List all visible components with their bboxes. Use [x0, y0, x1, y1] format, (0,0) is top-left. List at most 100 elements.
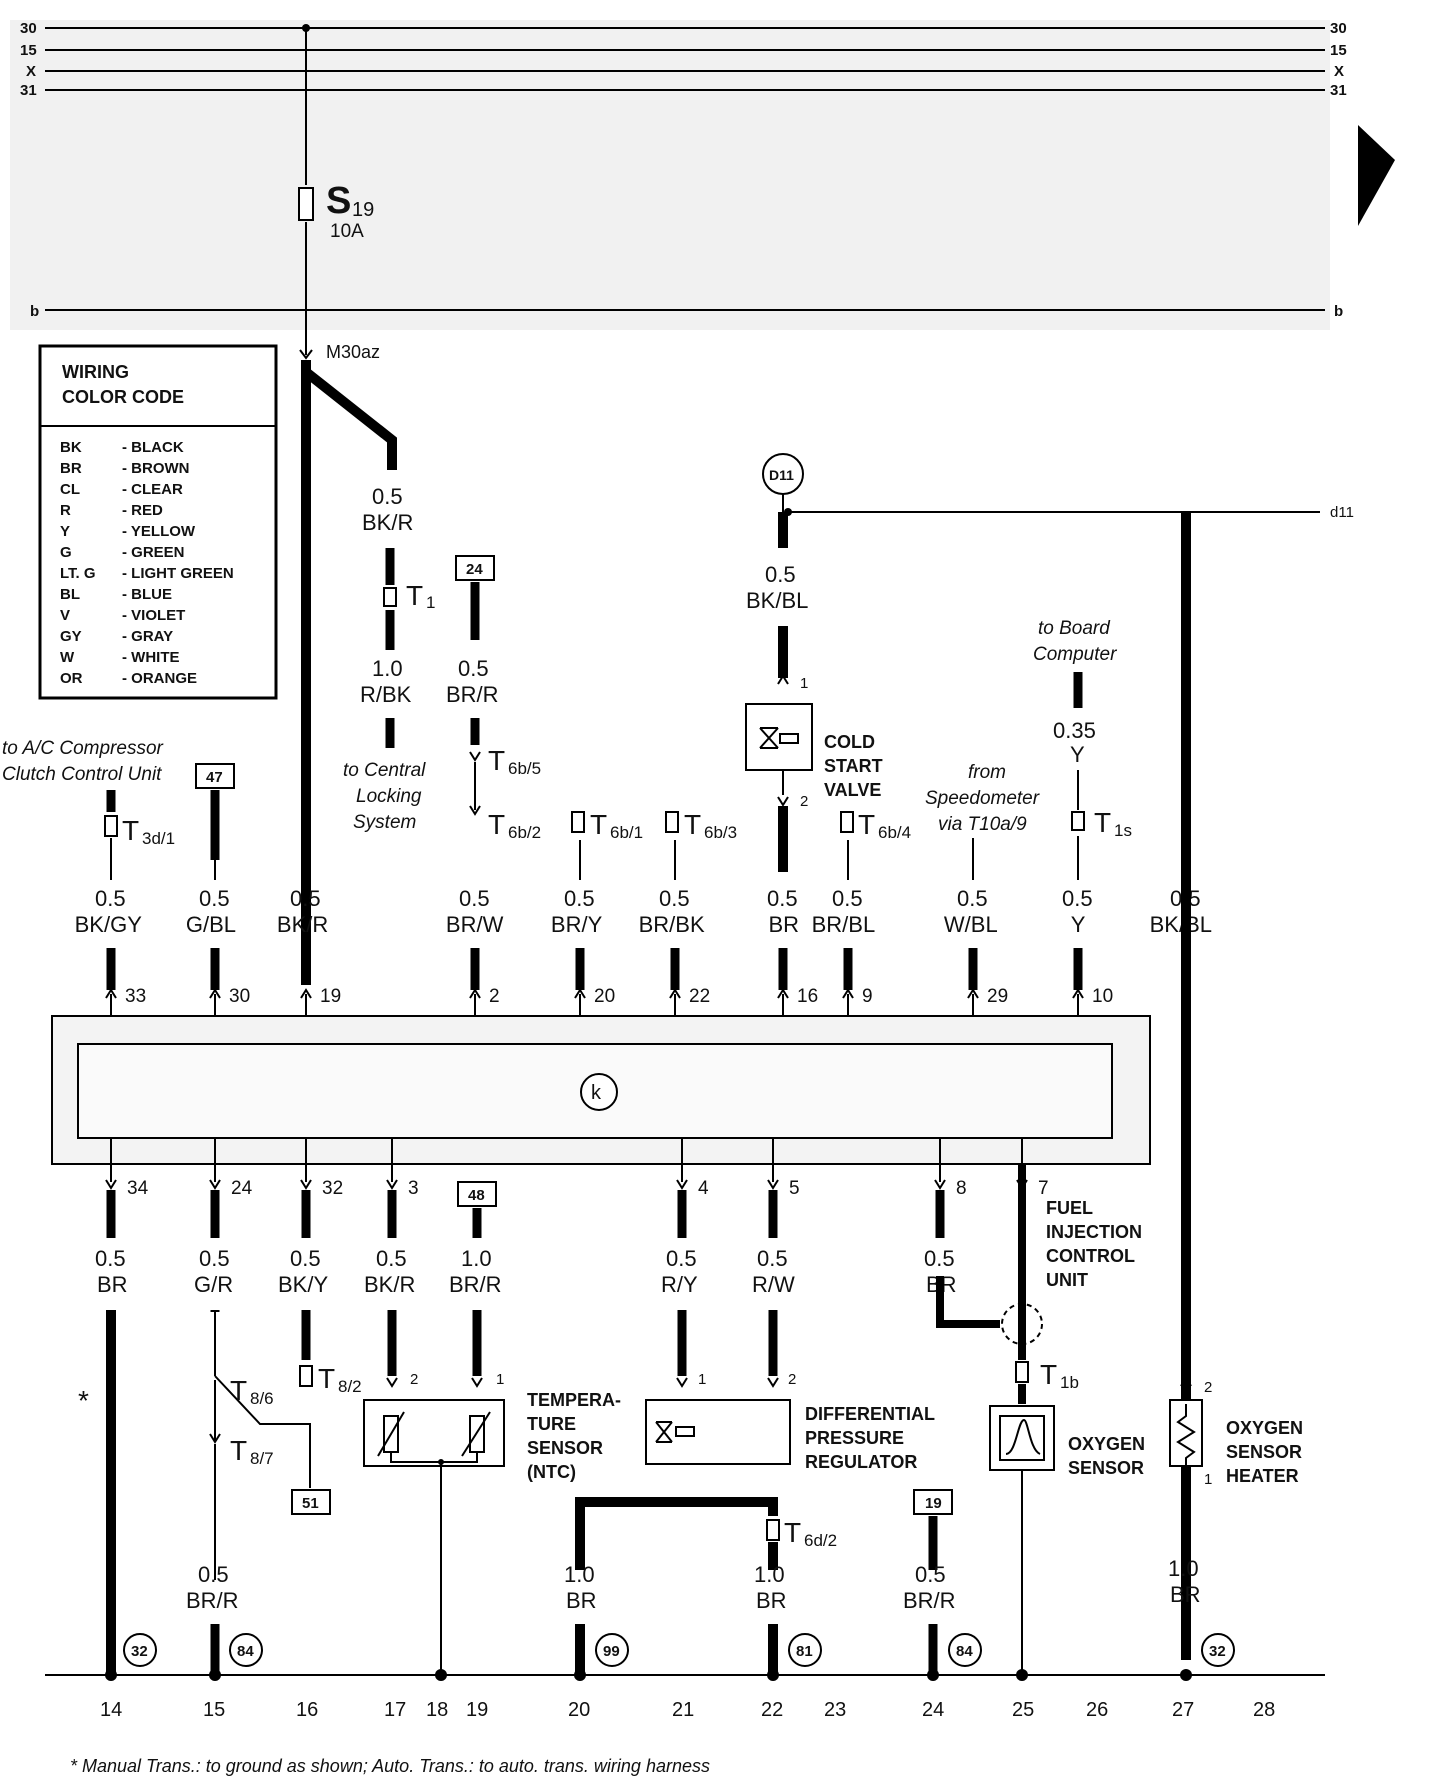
- svg-text:15: 15: [1330, 42, 1347, 59]
- ecu-pin: 22: [689, 986, 710, 1007]
- svg-text:1b: 1b: [1060, 1373, 1079, 1392]
- ground-bus: [45, 1669, 1325, 1681]
- top-wire-color: W/BL: [944, 912, 998, 937]
- legend-code: W: [60, 649, 75, 666]
- svg-text:6b/3: 6b/3: [704, 823, 737, 842]
- bottom-wire-size: 0.5: [376, 1246, 407, 1271]
- bottom-wire-color: BR/R: [449, 1272, 502, 1297]
- svg-text:6b/4: 6b/4: [878, 823, 911, 842]
- svg-text:BK/BL: BK/BL: [746, 588, 808, 613]
- ref-box-48: 48: [468, 1187, 485, 1204]
- legend-color-name: - LIGHT GREEN: [122, 565, 234, 582]
- column-number: 21: [672, 1699, 694, 1721]
- ecu-pin: 20: [594, 986, 615, 1007]
- svg-text:to A/C Compressor: to A/C Compressor: [2, 738, 164, 759]
- svg-text:R/BK: R/BK: [360, 682, 412, 707]
- ecu-top-wires: 0.5BK/GY330.5G/BL300.5BK/R190.5BR/W20.5B…: [75, 836, 1212, 1044]
- ecu-pin: 8: [956, 1178, 967, 1199]
- column-number: 15: [203, 1699, 225, 1721]
- svg-text:OXYGEN: OXYGEN: [1226, 1418, 1303, 1438]
- ecu-pin: 7: [1038, 1178, 1049, 1199]
- fuse-name: S: [326, 180, 351, 222]
- bottom-wire-color: R/W: [752, 1272, 795, 1297]
- ecu-pin: 16: [797, 986, 818, 1007]
- column-number: 24: [922, 1699, 944, 1721]
- column-number: 16: [296, 1699, 318, 1721]
- top-wire-color: BR/BL: [812, 912, 876, 937]
- svg-text:T: T: [230, 1435, 247, 1466]
- svg-text:2: 2: [410, 1371, 418, 1388]
- svg-text:31: 31: [1330, 82, 1347, 99]
- svg-text:0.5: 0.5: [765, 562, 796, 587]
- top-wire-color: BK/GY: [75, 912, 143, 937]
- ref-d11: D11: [769, 467, 794, 483]
- column-number: 18: [426, 1699, 448, 1721]
- svg-text:Computer: Computer: [1033, 644, 1117, 665]
- bottom-wire-color: BR: [97, 1272, 128, 1297]
- svg-text:1.0: 1.0: [564, 1562, 595, 1587]
- continue-arrow-icon: [1358, 125, 1395, 226]
- svg-text:BR: BR: [566, 1588, 597, 1613]
- svg-text:INJECTION: INJECTION: [1046, 1222, 1142, 1242]
- legend-title-1: WIRING: [62, 362, 129, 382]
- svg-text:30: 30: [1330, 20, 1347, 37]
- svg-text:T: T: [1094, 807, 1111, 838]
- svg-text:Y: Y: [1070, 742, 1085, 767]
- pressure-regulator-icon: [645, 1399, 791, 1465]
- legend-color-name: - BLUE: [122, 586, 172, 603]
- svg-text:1: 1: [1204, 1471, 1212, 1488]
- svg-text:X: X: [1334, 63, 1344, 80]
- svg-text:2: 2: [1204, 1379, 1212, 1396]
- manual-trans-star: *: [78, 1385, 89, 1416]
- svg-text:BR/R: BR/R: [903, 1588, 956, 1613]
- legend-color-name: - GREEN: [122, 544, 185, 561]
- svg-text:Locking: Locking: [356, 786, 422, 807]
- legend-color-name: - VIOLET: [122, 607, 185, 624]
- legend-color-name: - CLEAR: [122, 481, 183, 498]
- svg-text:T: T: [230, 1375, 247, 1406]
- legend-color-name: - ORANGE: [122, 670, 197, 687]
- bottom-wire-color: BK/R: [364, 1272, 415, 1297]
- svg-text:BR: BR: [756, 1588, 787, 1613]
- ecu-pin: 10: [1092, 986, 1113, 1007]
- svg-text:T: T: [318, 1363, 335, 1394]
- legend-color-name: - BLACK: [122, 439, 184, 456]
- top-wire-size: 0.5: [1062, 886, 1093, 911]
- top-wire-color: BR: [768, 912, 799, 937]
- top-wire-color: BR/BK: [639, 912, 705, 937]
- svg-text:6b/5: 6b/5: [508, 759, 541, 778]
- top-wire-color: BK/R: [277, 912, 328, 937]
- ecu-pin: 34: [127, 1178, 149, 1199]
- svg-text:1: 1: [426, 593, 435, 612]
- legend-code: BK: [60, 439, 82, 456]
- legend-code: BR: [60, 460, 82, 477]
- legend-code: CL: [60, 481, 80, 498]
- legend-code: G: [60, 544, 72, 561]
- svg-text:T: T: [406, 580, 423, 611]
- bottom-wire-size: 0.5: [757, 1246, 788, 1271]
- svg-text:Speedometer: Speedometer: [925, 788, 1040, 809]
- legend-color-name: - GRAY: [122, 628, 173, 645]
- legend-code: BL: [60, 586, 80, 603]
- svg-text:System: System: [353, 812, 416, 833]
- svg-text:T: T: [1040, 1359, 1057, 1390]
- legend-color-name: - RED: [122, 502, 163, 519]
- upper-wires: 0.5 BK/R T 1 1.0 R/BK to Central Locking…: [2, 453, 1354, 872]
- ecu-pin: 29: [987, 986, 1008, 1007]
- bus-area-texture: [10, 20, 1330, 330]
- top-wire-size: 0.5: [767, 886, 798, 911]
- svg-text:32: 32: [1209, 1643, 1226, 1660]
- ecu-pin: 33: [125, 986, 146, 1007]
- svg-text:PRESSURE: PRESSURE: [805, 1428, 904, 1448]
- column-number: 26: [1086, 1699, 1108, 1721]
- top-wire-color: BR/Y: [551, 912, 603, 937]
- svg-text:T: T: [122, 815, 139, 846]
- ecu-pin: 30: [229, 986, 250, 1007]
- legend-code: OR: [60, 670, 83, 687]
- svg-text:HEATER: HEATER: [1226, 1466, 1299, 1486]
- lower-components: * T 8/6 T 8/7 51 0.5 BR/R T 8/2 2 1: [78, 1164, 1303, 1681]
- bottom-wire-color: R/Y: [661, 1272, 698, 1297]
- fuel-injection-control-unit: k FUEL INJECTION CONTROL UNIT: [51, 1015, 1151, 1290]
- svg-text:0.5: 0.5: [198, 1562, 229, 1587]
